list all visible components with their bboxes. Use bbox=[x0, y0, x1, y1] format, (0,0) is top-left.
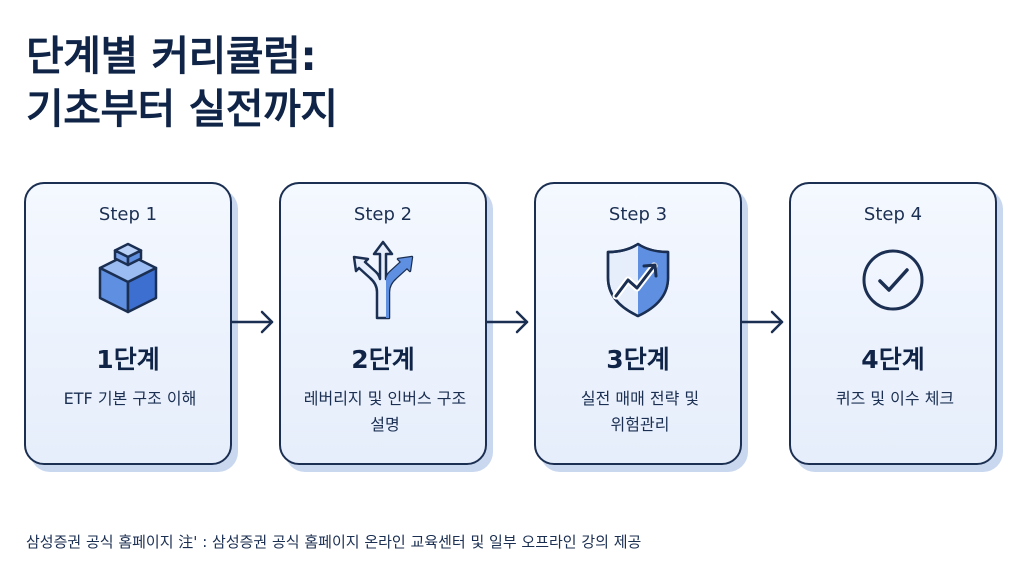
step-name: 4단계 bbox=[861, 345, 925, 374]
step-card-2: Step 2 2단계 레버리지 및 인버스 구조 설명 bbox=[279, 182, 487, 465]
page-title: 단계별 커리큘럼: 기초부터 실전까지 bbox=[26, 30, 338, 136]
arrow-right-icon bbox=[740, 307, 786, 337]
arrow-right-icon bbox=[485, 307, 531, 337]
step-card-4: Step 4 4단계 퀴즈 및 이수 체크 bbox=[789, 182, 997, 465]
title-line-1: 단계별 커리큘럼: bbox=[26, 32, 317, 80]
step-card-3: Step 3 3단계 실전 매매 전략 및 위험관리 bbox=[534, 182, 742, 465]
step-description: 퀴즈 및 이수 체크 bbox=[835, 389, 955, 408]
step-label: Step 3 bbox=[608, 204, 668, 225]
arrow-right-icon bbox=[230, 307, 276, 337]
step-name: 3단계 bbox=[606, 345, 670, 374]
check-circle-icon bbox=[853, 240, 933, 320]
step-label: Step 2 bbox=[353, 204, 413, 225]
footnote: 삼성증권 공식 홈페이지 注' : 삼성증권 공식 홈페이지 온라인 교육센터 … bbox=[26, 533, 642, 551]
step-description: 레버리지 및 인버스 구조 설명 bbox=[303, 389, 467, 434]
cube-icon bbox=[88, 240, 168, 320]
shield-chart-icon bbox=[598, 240, 678, 320]
step-name: 2단계 bbox=[351, 345, 415, 374]
step-label: Step 1 bbox=[98, 204, 158, 225]
step-description: ETF 기본 구조 이해 bbox=[63, 389, 197, 408]
step-card-1: Step 1 1단계 ETF 기본 구조 이해 bbox=[24, 182, 232, 465]
step-description: 실전 매매 전략 및 위험관리 bbox=[580, 389, 700, 434]
title-line-2: 기초부터 실전까지 bbox=[26, 85, 338, 133]
split-arrows-icon bbox=[343, 240, 423, 320]
step-name: 1단계 bbox=[96, 345, 160, 374]
step-label: Step 4 bbox=[863, 204, 923, 225]
